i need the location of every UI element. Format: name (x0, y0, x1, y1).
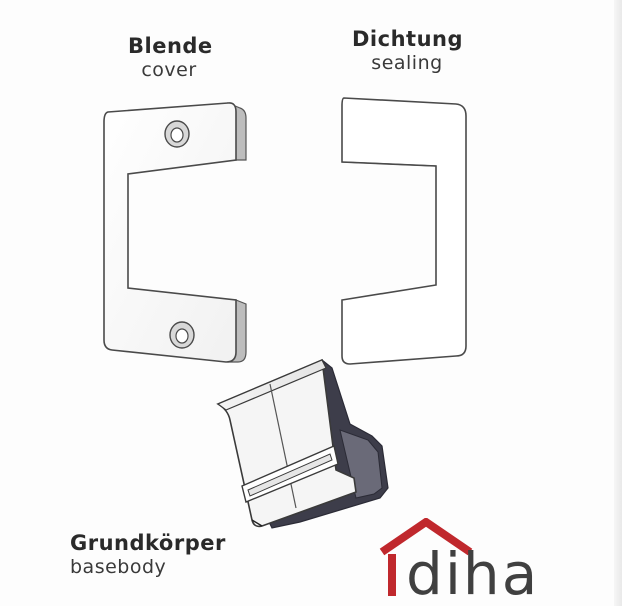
svg-text:diha: diha (406, 540, 539, 600)
label-sealing-german: Dichtung (352, 27, 463, 51)
label-basebody-german: Grundkörper (70, 531, 226, 555)
screw-hole-top (164, 120, 190, 148)
screw-hole-bottom (169, 321, 195, 349)
latch-slot (241, 445, 339, 503)
label-cover: Blende cover (128, 33, 213, 82)
cover-plate (103, 102, 247, 363)
label-cover-english: cover (141, 59, 197, 81)
label-sealing-english: sealing (371, 52, 443, 74)
label-sealing: Dichtung sealing (352, 26, 463, 75)
diha-logo-mark: diha (379, 517, 539, 606)
label-basebody-english: basebody (70, 556, 167, 578)
sealing-plate (341, 97, 467, 365)
label-cover-german: Blende (128, 34, 213, 58)
label-basebody: Grundkörper basebody (70, 530, 240, 579)
page-edge-shadow (614, 0, 622, 606)
diha-logo: diha (378, 517, 588, 606)
base-body (216, 358, 389, 529)
